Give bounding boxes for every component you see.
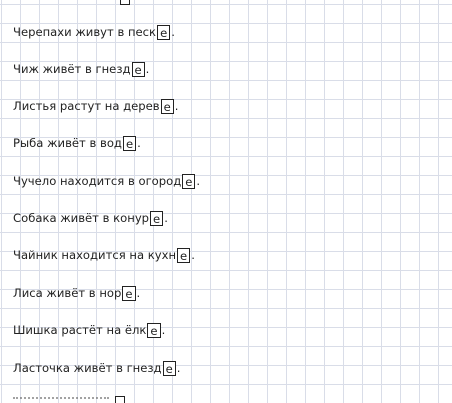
sentence-text: Шишка растёт на ёлк bbox=[13, 323, 147, 337]
answer-letter-box: е bbox=[182, 174, 196, 189]
sentence-end: . bbox=[136, 286, 141, 300]
sentence-end: . bbox=[161, 323, 166, 337]
answer-letter-box: е bbox=[162, 361, 176, 376]
sentence-end: . bbox=[171, 25, 175, 39]
answer-letter-box: е bbox=[122, 286, 136, 301]
sentence-text: Лиса живёт в нор bbox=[13, 286, 122, 300]
cut-off-letter-box-top bbox=[120, 0, 130, 5]
sentence-text: Чучело находится в огород bbox=[13, 174, 182, 188]
answer-letter-box: е bbox=[147, 323, 161, 338]
answer-letter-box: е bbox=[122, 136, 137, 151]
sentence-end: . bbox=[137, 136, 141, 150]
sentence-end: . bbox=[174, 99, 179, 113]
answer-letter-box: е bbox=[160, 99, 174, 114]
sentence-text: Ласточка живёт в гнезд bbox=[13, 361, 162, 375]
sentence-end: . bbox=[196, 174, 201, 188]
answer-letter-box: е bbox=[150, 211, 164, 226]
cut-off-line-bottom bbox=[13, 397, 109, 401]
sentence-end: . bbox=[164, 211, 168, 225]
sentence-text: Чайник находится на кухн bbox=[13, 248, 177, 262]
answer-letter-box: е bbox=[157, 25, 171, 40]
sentence-end: . bbox=[145, 62, 150, 76]
sentence-text: Чиж живёт в гнезд bbox=[13, 62, 131, 76]
sentence-text: Листья растут на дерев bbox=[13, 99, 160, 113]
answer-letter-box: е bbox=[177, 248, 191, 263]
sentence-end: . bbox=[176, 361, 181, 375]
sentence-text: Рыба живёт в вод bbox=[13, 136, 122, 150]
answer-letter-box: е bbox=[131, 62, 145, 77]
sentence-text: Черепахи живут в песк bbox=[13, 25, 157, 39]
sentence-end: . bbox=[191, 248, 195, 262]
sentence-text: Собака живёт в конур bbox=[13, 211, 150, 225]
